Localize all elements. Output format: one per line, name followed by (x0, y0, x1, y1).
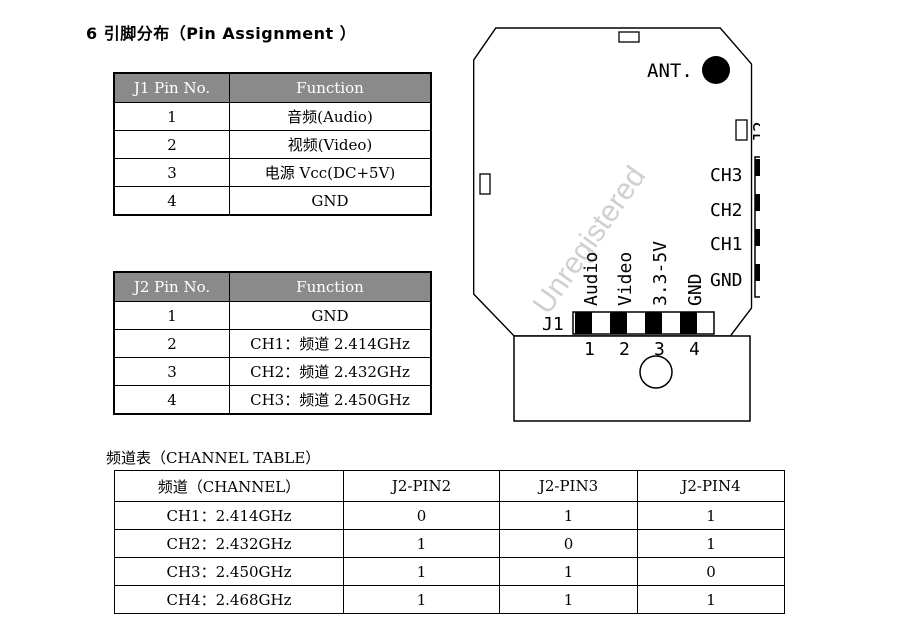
pin-function: CH3：频道 2.450GHz (229, 385, 432, 415)
j2-header (754, 156, 760, 298)
pin-number: 4 (113, 385, 230, 415)
j1-pin-number: 3 (654, 339, 665, 360)
j1-pin-number: 4 (689, 339, 700, 360)
j2-header-function: Function (229, 271, 432, 302)
pin3-cell: 1 (499, 501, 638, 530)
pin-number: 1 (113, 301, 230, 330)
j1-pin-name: GND (685, 273, 706, 306)
pin4-cell: 1 (637, 501, 785, 530)
j1-pin-name: Video (615, 252, 636, 306)
module-pinout-diagram: ANT. J2 CH3 CH2 CH1 GND 4 3 2 1 Unregist… (472, 27, 760, 422)
pin2-cell: 1 (343, 529, 500, 558)
pin4-header: J2-PIN4 (637, 470, 785, 502)
ant-label: ANT. (647, 60, 693, 82)
channel-table: 频道（CHANNEL） J2-PIN2 J2-PIN3 J2-PIN4 CH1：… (114, 470, 785, 614)
j2-pin-2 (755, 229, 760, 246)
mounting-hole (639, 355, 673, 389)
channel-header: 频道（CHANNEL） (114, 470, 344, 502)
pin2-header: J2-PIN2 (343, 470, 500, 502)
channel-cell: CH4：2.468GHz (114, 585, 344, 614)
pin3-header: J2-PIN3 (499, 470, 638, 502)
pin3-cell: 1 (499, 585, 638, 614)
j2-pad (735, 119, 748, 141)
j2-pin-4 (755, 159, 760, 176)
pin-function: GND (229, 301, 432, 330)
j1-pin-number: 1 (584, 339, 595, 360)
antenna-dot (702, 56, 730, 84)
pin4-cell: 0 (637, 557, 785, 586)
channel-cell: CH2：2.432GHz (114, 529, 344, 558)
pin4-cell: 1 (637, 529, 785, 558)
j2-pin-3 (755, 194, 760, 211)
j1-pin-name: 3.3-5V (650, 241, 671, 306)
pin-function: GND (229, 186, 432, 216)
j1-header-pin: J1 Pin No. (113, 72, 230, 103)
pin2-cell: 1 (343, 585, 500, 614)
pin-number: 3 (113, 158, 230, 187)
j1-pin-2 (610, 312, 627, 334)
pin-number: 2 (113, 329, 230, 358)
j1-pin-4 (680, 312, 697, 334)
j1-pin-3 (645, 312, 662, 334)
pin-function: CH2：频道 2.432GHz (229, 357, 432, 386)
bottom-connector (513, 335, 751, 422)
pin-number: 3 (113, 357, 230, 386)
j1-header-function: Function (229, 72, 432, 103)
j1-header (572, 311, 715, 335)
top-pad (618, 31, 640, 43)
pin3-cell: 0 (499, 529, 638, 558)
pin4-cell: 1 (637, 585, 785, 614)
channel-table-title: 频道表（CHANNEL TABLE） (106, 449, 321, 467)
pin-function: 视频(Video) (229, 130, 432, 159)
j2-pin-name: CH1 (710, 234, 743, 255)
pin-function: 音频(Audio) (229, 102, 432, 131)
j2-pin-name: CH2 (710, 200, 743, 221)
side-pad (479, 173, 491, 195)
pin3-cell: 1 (499, 557, 638, 586)
j2-label: J2 (750, 121, 760, 143)
pin2-cell: 0 (343, 501, 500, 530)
j2-pin-1 (755, 264, 760, 281)
j1-label: J1 (542, 314, 564, 335)
pin-number: 1 (113, 102, 230, 131)
j1-pin-1 (575, 312, 592, 334)
pin-number: 4 (113, 186, 230, 216)
pin-function: CH1：频道 2.414GHz (229, 329, 432, 358)
pin-number: 2 (113, 130, 230, 159)
j1-pin-number: 2 (619, 339, 630, 360)
j1-pin-name: Audio (581, 252, 602, 306)
channel-cell: CH3：2.450GHz (114, 557, 344, 586)
j2-pin-name: CH3 (710, 165, 743, 186)
section-heading: 6 引脚分布（Pin Assignment ） (86, 24, 357, 43)
j2-header-pin: J2 Pin No. (113, 271, 230, 302)
j2-pin-name: GND (710, 270, 743, 291)
channel-cell: CH1：2.414GHz (114, 501, 344, 530)
pin-function: 电源 Vcc(DC+5V) (229, 158, 432, 187)
pin2-cell: 1 (343, 557, 500, 586)
